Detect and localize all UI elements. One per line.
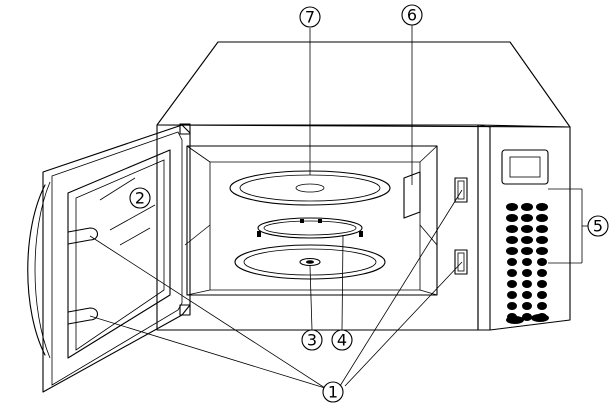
oven-cavity <box>184 145 438 296</box>
callout-4: 4 <box>331 329 353 351</box>
keypad-button <box>507 291 517 299</box>
keypad-button <box>521 203 533 211</box>
keypad-button <box>506 203 518 211</box>
door-safety-interlock-slots <box>454 177 468 275</box>
keypad-button <box>536 214 548 222</box>
keypad-button <box>521 214 533 222</box>
keypad-button <box>522 313 532 321</box>
callout-1: 1 <box>322 381 344 403</box>
keypad-button <box>536 247 548 255</box>
callout-6: 6 <box>401 4 423 26</box>
svg-text:5: 5 <box>593 217 603 236</box>
svg-text:2: 2 <box>135 189 145 208</box>
keypad-start-button <box>506 316 524 324</box>
svg-text:6: 6 <box>407 6 417 25</box>
callout-2: 2 <box>129 187 151 209</box>
control-panel <box>501 149 549 324</box>
keypad-button <box>537 258 547 266</box>
keypad-button <box>537 280 547 288</box>
keypad-button <box>506 236 518 244</box>
turntable-shaft <box>234 244 386 280</box>
glass-tray <box>229 170 391 206</box>
keypad-button <box>536 236 548 244</box>
keypad-button <box>536 203 548 211</box>
callout-5: 5 <box>587 215 609 237</box>
keypad-button <box>537 269 547 277</box>
keypad-button <box>506 225 518 233</box>
keypad-button <box>507 258 517 266</box>
keypad-button <box>507 280 517 288</box>
keypad-button <box>522 258 532 266</box>
control-keypad <box>506 203 549 324</box>
keypad-button <box>507 302 517 310</box>
svg-text:1: 1 <box>328 383 338 402</box>
keypad-button <box>507 269 517 277</box>
keypad-button <box>506 247 518 255</box>
callout-7: 7 <box>299 6 321 28</box>
keypad-button <box>521 225 533 233</box>
keypad-button <box>506 214 518 222</box>
svg-text:7: 7 <box>305 8 315 27</box>
keypad-button <box>521 236 533 244</box>
keypad-button <box>537 291 547 299</box>
keypad-button <box>537 302 547 310</box>
svg-text:3: 3 <box>307 331 317 350</box>
keypad-button <box>522 280 532 288</box>
keypad-button <box>522 291 532 299</box>
roller-ring <box>257 217 363 239</box>
keypad-button <box>536 225 548 233</box>
keypad-start-button <box>531 314 549 322</box>
keypad-button <box>522 269 532 277</box>
microwave-cabinet <box>156 41 571 331</box>
svg-text:4: 4 <box>337 331 347 350</box>
callout-3: 3 <box>301 329 323 351</box>
keypad-button <box>521 247 533 255</box>
callout-leader-lines <box>89 25 588 389</box>
door-assembly <box>27 123 191 393</box>
waveguide-cover <box>403 171 421 219</box>
keypad-button <box>522 302 532 310</box>
